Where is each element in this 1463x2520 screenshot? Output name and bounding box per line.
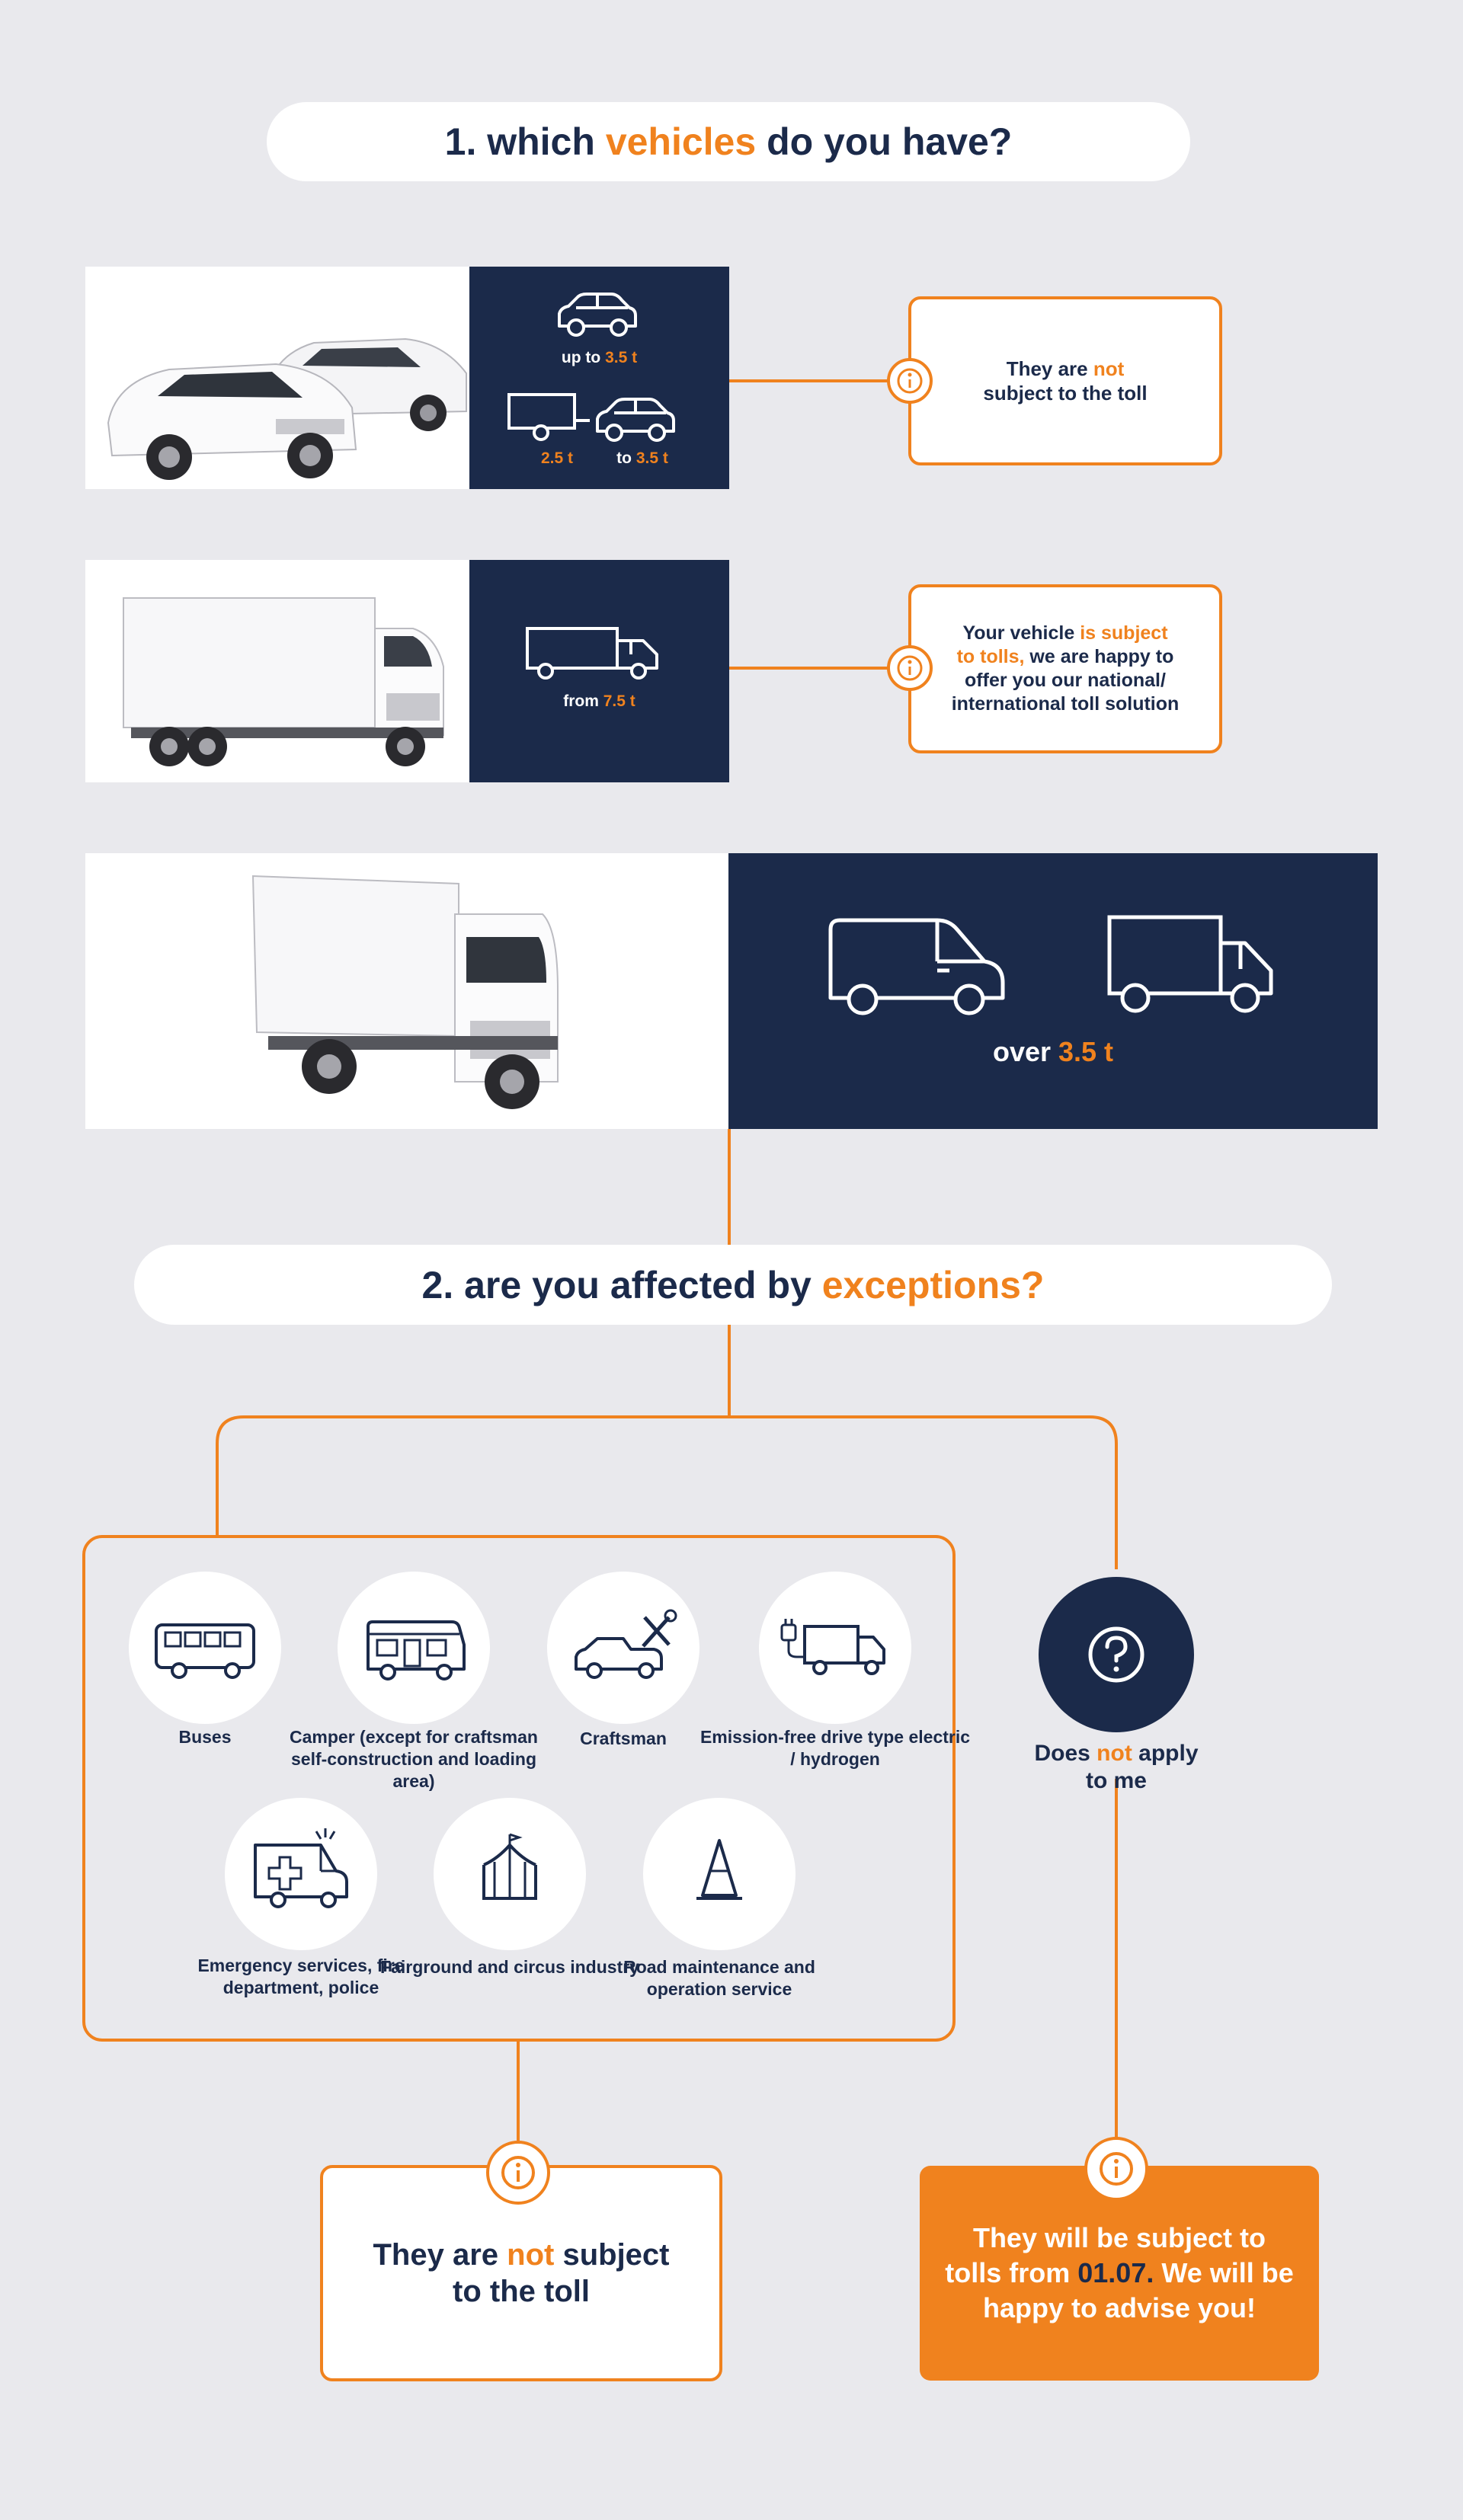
exception-label-buses: Buses bbox=[178, 1727, 232, 1747]
row1-info-prefix: They are bbox=[1006, 357, 1093, 380]
truck-illustration bbox=[123, 597, 444, 766]
truck-weight-panel: from 7.5 t bbox=[469, 560, 729, 782]
craftsman-icon-circle bbox=[547, 1572, 699, 1724]
cars-photo bbox=[85, 267, 469, 489]
result-right-l2-suffix: We will be bbox=[1154, 2257, 1294, 2288]
bus-icon-circle bbox=[129, 1572, 281, 1724]
result-right-l2-prefix: tolls from bbox=[945, 2257, 1078, 2288]
circus-tent-icon-circle bbox=[434, 1798, 586, 1950]
step1-highlight: vehicles bbox=[605, 120, 757, 163]
to-label: to 3.5 t bbox=[600, 449, 684, 468]
over-prefix: over bbox=[992, 1036, 1058, 1067]
electric-truck-icon bbox=[780, 1619, 885, 1675]
traffic-cone-icon-circle bbox=[643, 1798, 796, 1950]
lorry-icon bbox=[1107, 915, 1273, 1013]
no-apply-highlight: not bbox=[1096, 1741, 1132, 1766]
van-icon bbox=[828, 918, 1005, 1015]
ambulance-icon-circle bbox=[225, 1798, 377, 1950]
over-label: over 3.5 t bbox=[728, 1036, 1378, 1068]
step2-heading: 2. are you affected by exceptions? bbox=[134, 1245, 1332, 1325]
exceptions-box bbox=[82, 1535, 956, 2042]
row1-info-suffix: subject to the toll bbox=[983, 382, 1148, 405]
over-value: 3.5 t bbox=[1058, 1036, 1114, 1067]
result-right-line3: happy to advise you! bbox=[982, 2292, 1257, 2323]
upto-value: 3.5 t bbox=[605, 349, 638, 366]
trailer-weight: 2.5 t bbox=[540, 449, 574, 467]
row2-info-l4: international toll solution bbox=[951, 693, 1180, 715]
upto-prefix: up to bbox=[561, 349, 606, 366]
circus-tent-icon bbox=[482, 1833, 537, 1900]
from-label: from 7.5 t bbox=[469, 692, 729, 711]
row2-info-icon bbox=[887, 645, 933, 691]
result-right-line1: They will be subject to bbox=[972, 2222, 1266, 2253]
exception-label-camper: Camper (except for craftsman self-constr… bbox=[290, 1727, 538, 1791]
no-apply-suffix: apply bbox=[1132, 1741, 1199, 1766]
trailer-icon bbox=[507, 393, 590, 441]
row2-info-l1-prefix: Your vehicle bbox=[962, 622, 1080, 644]
car-towing-icon bbox=[596, 398, 675, 442]
step2-prefix: 2. are you affected by bbox=[421, 1263, 822, 1306]
result-right-box: They will be subject to tolls from 01.07… bbox=[920, 2166, 1319, 2381]
cars-illustration bbox=[107, 337, 467, 480]
cars-weight-panel: up to 3.5 t 2.5 t to 3.5 t bbox=[469, 267, 729, 489]
electric-truck-icon-circle bbox=[759, 1572, 911, 1724]
ambulance-icon bbox=[254, 1828, 348, 1908]
over-weight-panel: over 3.5 t bbox=[728, 853, 1378, 1129]
row1-info-highlight: not bbox=[1093, 357, 1125, 380]
row2-info-l3: offer you our national/ bbox=[965, 670, 1166, 691]
result-right-info-icon bbox=[1084, 2137, 1148, 2201]
row2-info-box: Your vehicle is subject to tolls, we are… bbox=[908, 584, 1222, 753]
row2-info-l1-highlight: is subject bbox=[1080, 622, 1168, 644]
no-apply-prefix: Does bbox=[1034, 1741, 1097, 1766]
truck-icon bbox=[526, 627, 658, 680]
craftsman-icon bbox=[575, 1609, 677, 1679]
car-icon bbox=[558, 293, 637, 337]
to-prefix: to bbox=[616, 449, 636, 467]
truck-photo bbox=[85, 560, 469, 782]
step1-suffix: do you have? bbox=[756, 120, 1013, 163]
result-left-prefix: They are bbox=[373, 2238, 507, 2272]
camper-icon bbox=[367, 1620, 466, 1681]
row2-info-l2-suffix: we are happy to bbox=[1024, 646, 1174, 667]
small-truck-photo bbox=[85, 853, 728, 1129]
from-prefix: from bbox=[563, 692, 603, 710]
no-apply-line2: to me bbox=[1085, 1768, 1147, 1793]
step2-highlight: exceptions? bbox=[821, 1263, 1045, 1306]
bus-icon bbox=[155, 1623, 255, 1679]
result-right-l2-highlight: 01.07. bbox=[1077, 2257, 1154, 2288]
exception-label-road: Road maintenance and operation service bbox=[623, 1957, 815, 1999]
question-icon bbox=[1088, 1626, 1144, 1683]
exception-label-circus: Fairground and circus industry bbox=[380, 1957, 639, 1977]
to-value: 3.5 t bbox=[635, 449, 668, 467]
step1-heading: 1. which vehicles do you have? bbox=[267, 102, 1190, 181]
row1-info-icon bbox=[887, 358, 933, 404]
traffic-cone-icon bbox=[696, 1839, 742, 1900]
camper-icon-circle bbox=[338, 1572, 490, 1724]
no-apply-label: Does not apply to me bbox=[994, 1740, 1238, 1795]
question-circle bbox=[1039, 1577, 1194, 1732]
exception-label-craftsman: Craftsman bbox=[580, 1729, 667, 1748]
result-left-suffix: subject bbox=[554, 2238, 670, 2272]
upto-label: up to 3.5 t bbox=[469, 349, 729, 367]
result-left-info-icon bbox=[486, 2141, 550, 2205]
row2-info-l2-highlight: to tolls, bbox=[956, 646, 1025, 667]
exception-label-electric: Emission-free drive type electric / hydr… bbox=[699, 1727, 971, 1769]
result-left-box: They are not subject to the toll bbox=[320, 2165, 722, 2381]
step1-prefix: 1. which bbox=[444, 120, 606, 163]
row1-info-box: They are not subject to the toll bbox=[908, 296, 1222, 465]
result-left-highlight: not bbox=[507, 2238, 555, 2272]
from-value: 7.5 t bbox=[603, 692, 635, 710]
small-truck-illustration bbox=[251, 875, 559, 1109]
exception-label-emergency: Emergency services, fire department, pol… bbox=[197, 1956, 405, 1997]
result-left-line2: to the toll bbox=[453, 2275, 590, 2308]
